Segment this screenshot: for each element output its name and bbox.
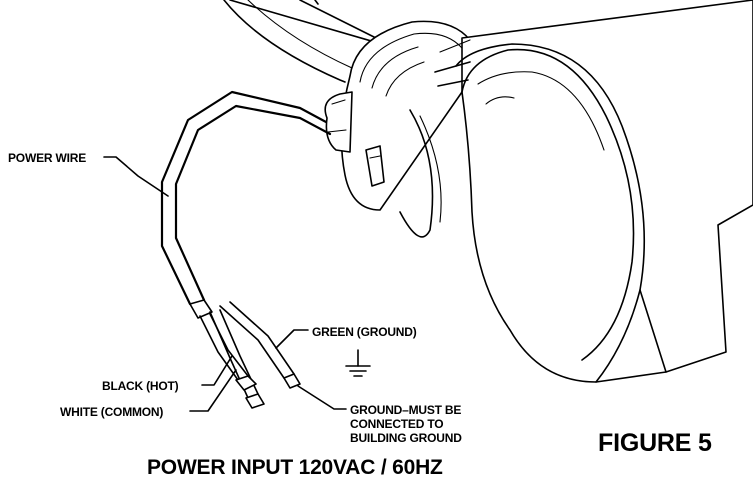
label-white-common: WHITE (COMMON) [60,405,163,419]
label-green-ground: GREEN (GROUND) [312,325,417,339]
leader-black-hot [201,355,233,386]
label-black-hot: BLACK (HOT) [102,379,179,393]
label-power-wire: POWER WIRE [8,151,86,165]
conductors [199,301,301,409]
label-ground-note-line2: CONNECTED TO [350,417,443,431]
label-ground-note-line3: BUILDING GROUND [350,431,462,445]
motor-tube [399,0,753,383]
leader-green-ground [275,329,309,349]
leader-ground-note [297,385,347,410]
power-input-caption: POWER INPUT 120VAC / 60HZ [147,456,443,479]
end-collar [324,20,471,211]
leader-white-common [189,369,237,412]
figure-number: FIGURE 5 [598,429,712,457]
power-cable [160,90,332,319]
label-ground-note-line1: GROUND–MUST BE [350,403,461,417]
leader-power-wire [103,156,169,197]
ground-symbol-icon [345,349,371,377]
leader-lines [103,156,347,412]
